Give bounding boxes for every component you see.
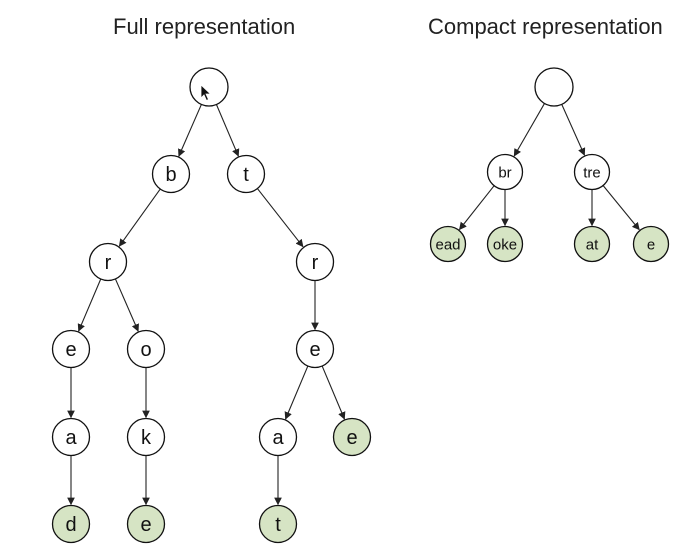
full-node-circle (295, 242, 335, 282)
compact-edge-c_br-c_ead (459, 185, 495, 231)
full-node-bre: e (51, 329, 91, 369)
full-node-tr: r (295, 242, 335, 282)
full-node-br: r (88, 242, 128, 282)
full-node-circle (88, 242, 128, 282)
compact-node-c_e: e (632, 225, 670, 263)
full-node-label: d (65, 514, 76, 536)
full-node-label: a (272, 427, 284, 449)
full-edge-br-bre (77, 278, 102, 332)
compact-node-c_tre: tre (573, 153, 611, 191)
compact-node-c_at: at (573, 225, 611, 263)
full-node-circle (126, 504, 166, 544)
full-edge-t-tr (256, 188, 304, 248)
full-node-broke: e (126, 504, 166, 544)
full-node-circle (295, 329, 335, 369)
compact-node-label: tre (583, 165, 601, 182)
full-node-label: r (105, 252, 112, 274)
full-node-circle (126, 329, 166, 369)
full-node-circle (332, 417, 372, 457)
compact-node-label: br (498, 165, 511, 182)
full-node-label: a (65, 427, 77, 449)
full-node-brok: k (126, 417, 166, 457)
full-node-b: b (151, 154, 191, 194)
compact-edge-c_root-c_br (513, 103, 545, 157)
compact-node-circle (632, 225, 670, 263)
compact-node-circle (534, 67, 574, 107)
compact-node-label: oke (493, 237, 517, 254)
compact-node-circle (573, 225, 611, 263)
compact-node-circle (486, 225, 524, 263)
full-edge-root-b (178, 104, 202, 157)
full-edge-root-t (215, 104, 240, 157)
full-node-treat: t (258, 504, 298, 544)
full-node-circle (258, 417, 298, 457)
full-edge-br-bro (114, 278, 139, 332)
full-node-tree: e (332, 417, 372, 457)
mouse-pointer-icon (200, 84, 212, 102)
edges-layer (67, 103, 640, 506)
full-node-circle (226, 154, 266, 194)
compact-edge-c_tre-c_e (602, 185, 640, 231)
full-node-label: e (140, 514, 151, 536)
full-representation-title: Full representation (113, 14, 296, 39)
full-node-circle (258, 504, 298, 544)
full-node-label: t (243, 164, 249, 186)
full-node-label: k (141, 427, 152, 449)
full-node-brea: a (51, 417, 91, 457)
full-node-bro: o (126, 329, 166, 369)
full-node-circle (51, 417, 91, 457)
full-node-label: b (165, 164, 176, 186)
full-node-circle (151, 154, 191, 194)
full-node-label: t (275, 514, 281, 536)
compact-node-circle (486, 153, 524, 191)
full-node-label: e (309, 339, 320, 361)
full-node-label: o (140, 339, 151, 361)
full-node-label: e (65, 339, 76, 361)
compact-node-label: ead (435, 237, 460, 254)
full-node-t: t (226, 154, 266, 194)
full-edge-b-br (118, 188, 161, 247)
full-edge-tre-tree (321, 365, 346, 420)
full-node-circle (51, 504, 91, 544)
nodes-layer: b t r r e o e a k a e d e t br tre ead oke at e (51, 67, 670, 544)
compact-edge-c_root-c_tre (561, 104, 586, 156)
compact-node-label: e (647, 237, 655, 254)
full-node-circle (189, 67, 229, 107)
full-node-label: r (312, 252, 319, 274)
compact-node-c_oke: oke (486, 225, 524, 263)
full-node-circle (126, 417, 166, 457)
compact-node-circle (429, 225, 467, 263)
compact-representation-title: Compact representation (428, 14, 663, 39)
full-edge-tre-trea (284, 365, 309, 420)
compact-node-c_ead: ead (429, 225, 467, 263)
full-node-label: e (346, 427, 357, 449)
full-node-root (189, 67, 229, 107)
full-node-trea: a (258, 417, 298, 457)
compact-node-c_root (534, 67, 574, 107)
full-node-bread: d (51, 504, 91, 544)
full-node-circle (51, 329, 91, 369)
compact-node-label: at (586, 237, 599, 254)
compact-node-circle (573, 153, 611, 191)
compact-node-c_br: br (486, 153, 524, 191)
full-node-tre: e (295, 329, 335, 369)
